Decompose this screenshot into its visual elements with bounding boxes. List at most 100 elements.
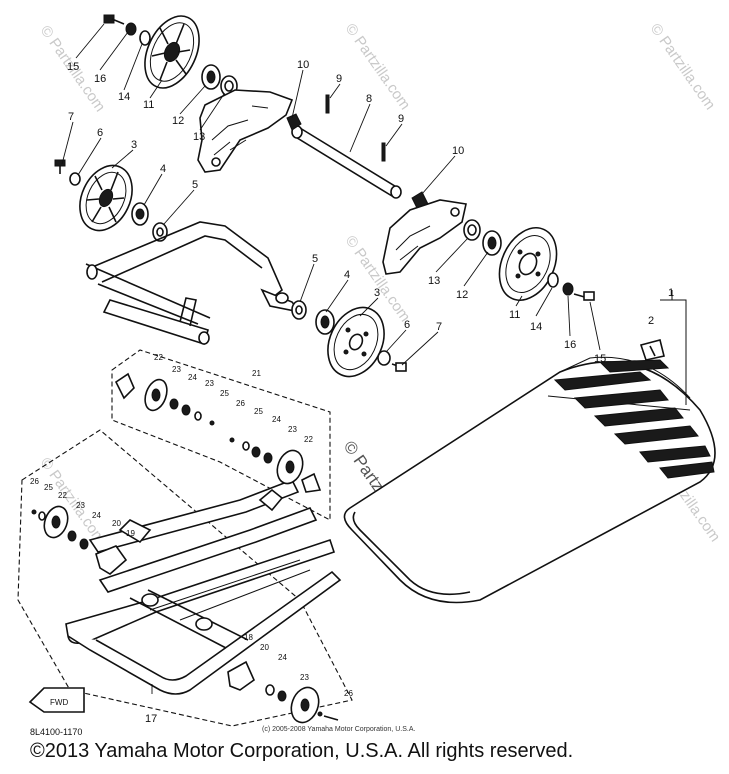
callout-label: 23 [288, 425, 297, 434]
callout-label: 7 [68, 111, 74, 123]
callout-label: 4 [344, 269, 350, 281]
callout-label: 15 [67, 61, 79, 73]
lower-mid-wheel-group [291, 300, 407, 378]
callout-label: 22 [154, 353, 163, 362]
callout-label: 23 [172, 365, 181, 374]
callout-label: 16 [564, 339, 576, 351]
washer-14 [139, 30, 151, 46]
fwd-label: FWD [50, 698, 68, 707]
callout-label: 12 [172, 115, 184, 127]
callout-label: 21 [252, 369, 261, 378]
leader-lines [61, 23, 601, 694]
callout-label: 13 [428, 275, 440, 287]
small-copyright: (c) 2005-2008 Yamaha Motor Corporation, … [262, 726, 416, 733]
callout-label: 2 [648, 315, 654, 327]
callout-label: 17 [145, 713, 157, 725]
upper-left-wheel-group [103, 14, 429, 211]
slide-rail-upper [88, 478, 318, 593]
callout-label: 18 [244, 633, 253, 642]
spacer-5-lower [291, 300, 307, 320]
callout-bracket-1 [660, 290, 687, 405]
callout-label: 7 [436, 321, 442, 333]
pivot-arm-left [197, 89, 294, 173]
callout-label: 15 [594, 353, 606, 365]
callout-label: 11 [509, 309, 520, 321]
callout-label: 3 [131, 139, 137, 151]
washer-16-right [562, 282, 574, 296]
callout-label: 25 [254, 407, 263, 416]
mid-left-wheel-group [54, 159, 168, 242]
callout-label: 20 [112, 519, 121, 528]
pivot-arm-right [382, 199, 467, 275]
callout-label: 1 [668, 287, 674, 299]
track-cleats [553, 359, 715, 479]
callout-label: 6 [404, 319, 410, 331]
callout-label: 10 [297, 59, 309, 71]
callout-labels: 15 16 14 11 12 13 10 9 8 9 10 7 6 3 4 5 … [67, 59, 674, 725]
callout-label: 16 [94, 73, 106, 85]
dashed-box-21 [111, 349, 331, 521]
washer-16 [125, 22, 137, 36]
callout-label: 24 [278, 653, 287, 662]
callout-label: 6 [97, 127, 103, 139]
callout-label: 11 [143, 99, 154, 111]
pin-9-right [381, 142, 386, 162]
idler-wheel-11-right [498, 227, 558, 301]
washer-6-lower [377, 350, 391, 366]
slide-rail [65, 538, 342, 695]
callout-label: 14 [118, 91, 130, 103]
bolt-15-right [573, 291, 595, 301]
callout-label: 24 [92, 511, 101, 520]
callout-label: 3 [374, 287, 380, 299]
bolt-7-lower [391, 362, 407, 372]
callout-label: 26 [344, 689, 353, 698]
washer-14-right [547, 272, 559, 288]
callout-label: 10 [452, 145, 464, 157]
spacer-13-right [463, 219, 481, 241]
callout-label: 5 [192, 179, 198, 191]
callout-label: 8 [366, 93, 372, 105]
wheel-3-upper [79, 164, 133, 232]
callout-label: 4 [160, 163, 166, 175]
bolt-7-upper [54, 159, 66, 174]
callout-label: 26 [236, 399, 245, 408]
bearing-12 [201, 64, 221, 90]
track-clip-2 [639, 339, 665, 361]
callout-label: 5 [312, 253, 318, 265]
bolt-15 [103, 14, 125, 25]
callout-label: 26 [30, 477, 39, 486]
slide-wheel-22-d [290, 686, 320, 724]
slide-wheel-22-b [276, 449, 304, 485]
bracket-b [301, 472, 322, 493]
mid-right-wheel-group [382, 199, 595, 301]
callout-label: 23 [300, 673, 309, 682]
cross-shafts [129, 589, 249, 649]
slide-rail-assembly [17, 349, 353, 727]
pin-9-left [325, 94, 330, 114]
callout-label: 24 [272, 415, 281, 424]
bracket-a [114, 372, 135, 400]
small-callout-labels: 22 23 24 23 25 21 26 25 24 23 22 26 25 2… [30, 353, 353, 698]
callout-label: 25 [220, 389, 229, 398]
track-belt [343, 356, 716, 604]
rear-frame [85, 221, 302, 346]
bracket-19 [95, 545, 128, 575]
fwd-arrow-icon: FWD [28, 687, 85, 713]
callout-label: 9 [398, 113, 404, 125]
slide-wheel-22-c [43, 505, 69, 539]
callout-label: 22 [58, 491, 67, 500]
bearing-4-upper [131, 202, 149, 226]
callout-label: 25 [44, 483, 53, 492]
drawing-code: 8L4100-1170 [30, 727, 83, 737]
callout-label: 24 [188, 373, 197, 382]
idler-wheel-11 [144, 15, 200, 89]
callout-label: 9 [336, 73, 342, 85]
bearing-12-right [482, 230, 502, 256]
small-hardware [31, 398, 339, 721]
callout-label: 14 [530, 321, 542, 333]
callout-label: 19 [126, 529, 135, 538]
callout-label: 23 [205, 379, 214, 388]
callout-label: 20 [260, 643, 269, 652]
bracket-18 [227, 660, 255, 691]
